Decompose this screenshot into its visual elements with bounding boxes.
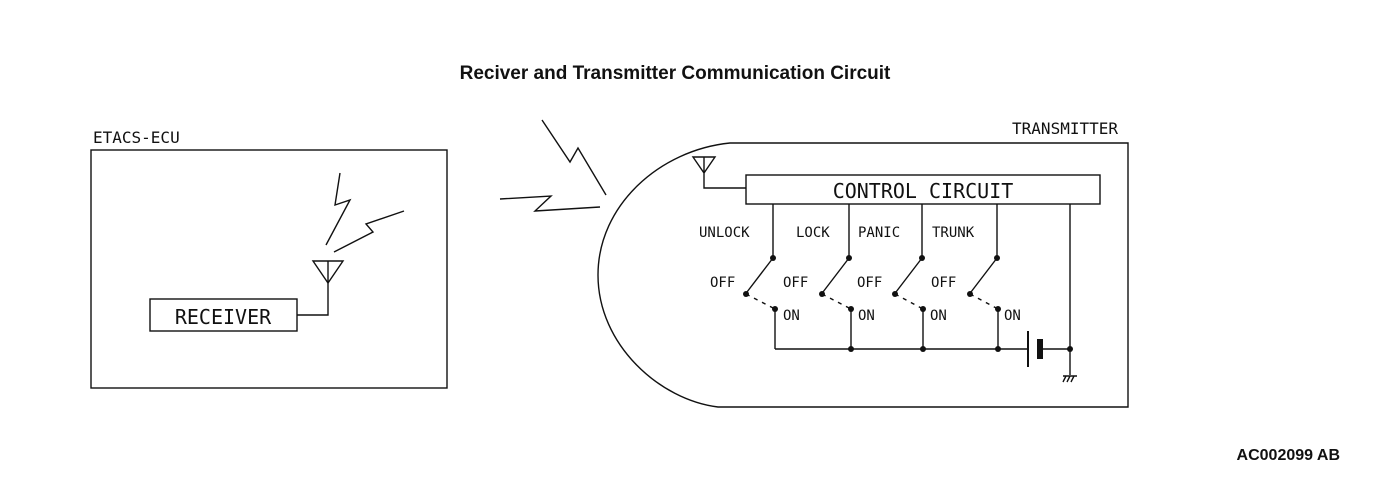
- receiver-label: RECEIVER: [175, 305, 272, 329]
- switch-lock-off: OFF: [783, 275, 808, 291]
- switch-trunk-on: ON: [1004, 308, 1021, 324]
- etacs-ecu-block: ETACS-ECU RECEIVER: [90, 128, 448, 389]
- signal-bolt-icon: [333, 210, 405, 253]
- bus-junction: [848, 346, 854, 352]
- switch-trunk-off: OFF: [931, 275, 956, 291]
- switch-unlock-on: ON: [783, 308, 800, 324]
- control-circuit-box: [745, 174, 1101, 205]
- switch-panic-off: OFF: [857, 275, 882, 291]
- switch-lever: [822, 257, 850, 293]
- switch-lock: LOCK OFF ON: [783, 204, 875, 349]
- ecu-box: [90, 149, 448, 389]
- switch-lever: [746, 257, 774, 293]
- control-circuit-label: CONTROL CIRCUIT: [833, 179, 1014, 203]
- switch-lever: [895, 257, 923, 293]
- switch-unlock-off: OFF: [710, 275, 735, 291]
- bus-junction: [995, 346, 1001, 352]
- transmitter-block: TRANSMITTER CONTROL CIRCUIT UNLOCK OFF O…: [597, 119, 1129, 408]
- switch-trunk-label: TRUNK: [932, 225, 975, 241]
- transmitter-housing: [597, 142, 1129, 408]
- switch-unlock-label: UNLOCK: [699, 225, 750, 241]
- radio-wave-icon: [541, 119, 607, 196]
- receiver-antenna-wire: [297, 283, 329, 316]
- switch-trunk: TRUNK OFF ON: [931, 204, 1021, 349]
- signal-bolt-icon: [325, 172, 352, 246]
- switch-lock-label: LOCK: [796, 225, 830, 241]
- switch-on-path: [969, 293, 999, 310]
- switch-on-path: [745, 293, 776, 310]
- transmitter-label: TRANSMITTER: [1012, 119, 1118, 138]
- ecu-label: ETACS-ECU: [93, 128, 180, 147]
- ground-icon: [1062, 375, 1077, 383]
- switch-panic: PANIC OFF ON: [857, 204, 947, 349]
- diagram-title: Reciver and Transmitter Communication Ci…: [460, 63, 891, 84]
- receiver-antenna-icon: [311, 260, 345, 285]
- switch-lever: [970, 257, 998, 293]
- transmitter-antenna-icon: [691, 156, 746, 189]
- switch-panic-label: PANIC: [858, 225, 900, 241]
- battery-icon: [1027, 331, 1070, 367]
- bus-junction: [920, 346, 926, 352]
- switch-unlock: UNLOCK OFF ON: [699, 204, 800, 349]
- switch-lock-on: ON: [858, 308, 875, 324]
- switch-on-path: [894, 293, 924, 310]
- radio-wave-icon: [499, 195, 601, 212]
- switch-panic-on: ON: [930, 308, 947, 324]
- figure-code: AC002099 AB: [1237, 447, 1340, 464]
- switch-on-path: [821, 293, 852, 310]
